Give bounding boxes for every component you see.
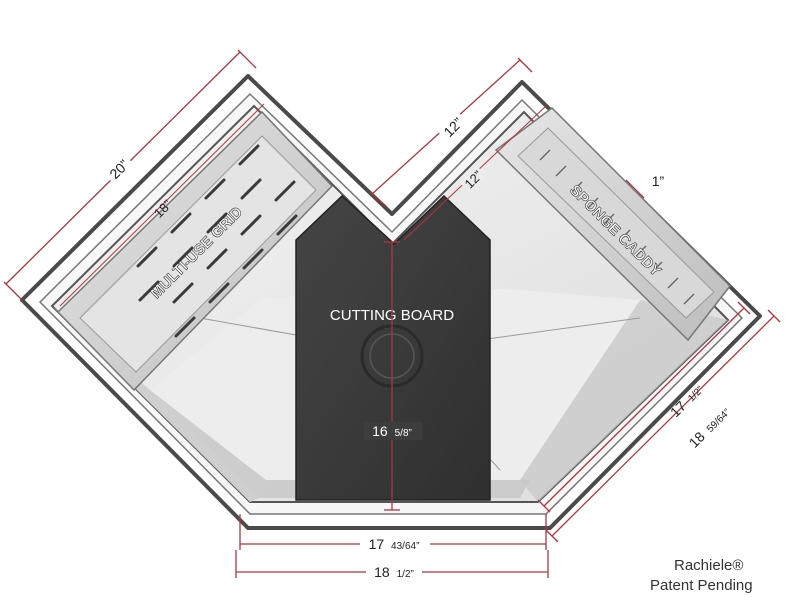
board-height-main: 16 <box>372 423 388 439</box>
multi-use-grid: MULTI-USE GRID <box>56 110 334 392</box>
grid-slot <box>274 180 296 202</box>
svg-text:16 5/8”: 16 5/8” <box>372 423 412 439</box>
caddy-slot <box>539 149 551 161</box>
board-height-frac: 5/8” <box>395 428 412 439</box>
grid-slot <box>170 212 192 234</box>
grid-slot <box>136 246 158 268</box>
grid-slot <box>206 248 228 270</box>
cutting-board: CUTTING BOARD <box>295 194 491 501</box>
grid-slot <box>206 212 228 234</box>
grid-slot <box>240 178 262 200</box>
caddy-slot <box>619 229 631 241</box>
bottom-inner-frac: 43/64” <box>391 541 419 552</box>
caddy-slot <box>603 213 615 225</box>
svg-text:17 43/64”: 17 43/64” <box>369 536 420 552</box>
grid-slot <box>172 282 194 304</box>
bottom-outer-main: 18 <box>374 564 390 580</box>
grid-slot <box>242 248 264 270</box>
caddy-slot <box>651 261 663 273</box>
grid-slot <box>276 214 298 236</box>
caddy-slot <box>635 245 647 257</box>
brand-block: Rachiele® Patent Pending <box>650 556 753 596</box>
patent-status: Patent Pending <box>650 577 753 594</box>
bottom-inner-main: 17 <box>369 536 385 552</box>
brand-name: Rachiele® <box>674 557 744 574</box>
grid-slot <box>172 246 194 268</box>
grid-slot <box>204 178 226 200</box>
bottom-outer-frac: 1/2” <box>397 569 414 580</box>
grid-slot <box>174 316 196 338</box>
caddy-slot <box>555 165 567 177</box>
caddy-slot <box>571 181 583 193</box>
caddy-slot <box>587 197 599 209</box>
caddy-slot <box>667 277 679 289</box>
svg-text:18 59/64”: 18 59/64” <box>686 404 733 451</box>
dimension-labels: 20” 12” 18” 12” 1” 17 1/2” 18 59/64” <box>103 111 738 580</box>
grid-slot <box>208 282 230 304</box>
caddy-slot <box>683 293 695 305</box>
grid-slot <box>238 144 260 166</box>
grid-slots <box>136 144 298 338</box>
grid-slot <box>240 214 262 236</box>
grid-slot <box>138 280 160 302</box>
caddy-slots <box>539 149 695 305</box>
svg-text:18 1/2”: 18 1/2” <box>374 564 414 580</box>
caddy-width-dimension: 1” <box>652 173 665 189</box>
